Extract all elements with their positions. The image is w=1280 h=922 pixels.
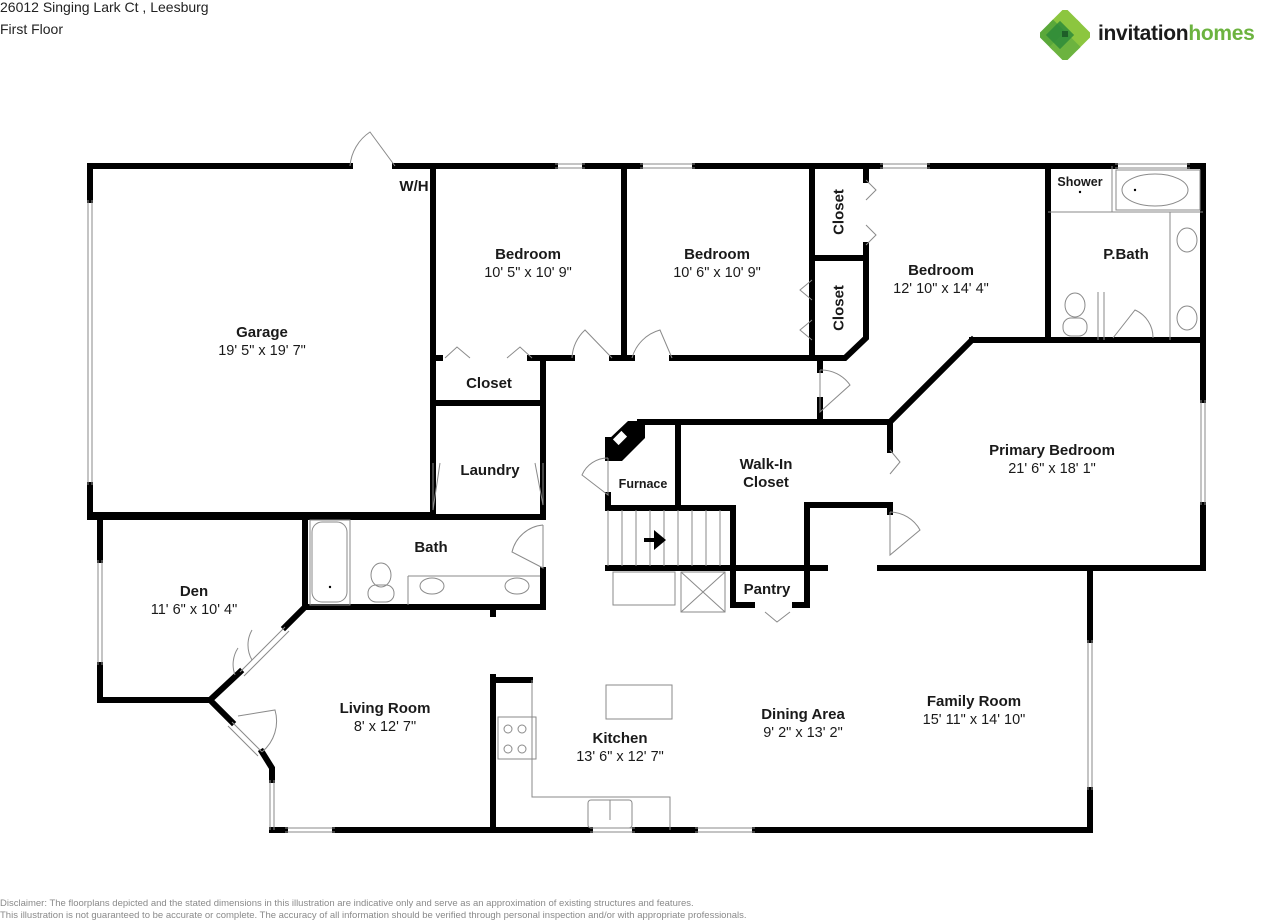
room-name: Living Room — [339, 700, 431, 717]
room-name: Dining Area — [761, 706, 845, 723]
room-name-line1: Walk-In — [739, 456, 793, 473]
room-name: Bedroom — [495, 246, 561, 263]
room-primary-bath: P.Bath — [1103, 246, 1149, 264]
room-dimensions: 8' x 12' 7" — [353, 719, 417, 735]
green-diamond-house-logo-icon — [1040, 10, 1090, 60]
room-dimensions: 9' 2" x 13' 2" — [763, 725, 843, 741]
brand-wordmark: invitationhomes — [1098, 22, 1255, 46]
room-dimensions: 21' 6" x 18' 1" — [1008, 461, 1096, 477]
room-name: Primary Bedroom — [989, 442, 1115, 459]
room-family-room: Family Room 15' 11" x 14' 10" — [923, 693, 1026, 729]
room-kitchen: Kitchen 13' 6" x 12' 7" — [576, 730, 664, 766]
room-dimensions: 10' 5" x 10' 9" — [484, 265, 572, 281]
room-name: W/H — [399, 178, 429, 195]
room-name: Pantry — [743, 581, 791, 598]
room-shower: Shower — [1057, 173, 1102, 191]
room-bedroom-2: Bedroom 10' 6" x 10' 9" — [673, 246, 761, 282]
room-bedroom-1: Bedroom 10' 5" x 10' 9" — [484, 246, 572, 282]
room-closet-hall: Closet — [466, 375, 512, 393]
room-name: Kitchen — [592, 730, 648, 747]
room-name: Garage — [236, 324, 288, 341]
room-name: Closet — [466, 375, 512, 392]
room-name: Laundry — [460, 462, 520, 479]
disclaimer-line-2: This illustration is not guaranteed to b… — [0, 910, 747, 921]
brand-name-part2: homes — [1188, 22, 1255, 45]
room-dimensions: 15' 11" x 14' 10" — [922, 712, 1026, 728]
disclaimer-line-1: Disclaimer: The floorplans depicted and … — [0, 898, 694, 909]
room-dimensions: 13' 6" x 12' 7" — [576, 749, 664, 765]
stair-direction-arrow-icon — [644, 530, 666, 550]
property-address: 26012 Singing Lark Ct , Leesburg — [0, 0, 209, 15]
room-bath: Bath — [414, 539, 447, 557]
room-furnace: Furnace — [619, 475, 668, 493]
room-name: P.Bath — [1103, 246, 1149, 263]
room-dimensions: 19' 5" x 19' 7" — [218, 343, 306, 359]
room-den: Den 11' 6" x 10' 4" — [151, 583, 238, 619]
room-dimensions: 12' 10" x 14' 4" — [893, 281, 989, 297]
room-name-line2: Closet — [743, 474, 789, 491]
room-garage: Garage 19' 5" x 19' 7" — [218, 324, 306, 360]
room-dimensions: 10' 6" x 10' 9" — [673, 265, 761, 281]
room-primary-bedroom: Primary Bedroom 21' 6" x 18' 1" — [989, 442, 1115, 478]
room-name: Furnace — [618, 477, 668, 491]
room-name: Family Room — [926, 693, 1022, 710]
room-living-room: Living Room 8' x 12' 7" — [340, 700, 431, 736]
room-name: Bath — [414, 539, 448, 556]
room-laundry: Laundry — [460, 462, 519, 480]
room-closet-upper: Closet — [830, 189, 848, 235]
room-name: Bedroom — [684, 246, 750, 263]
water-heater-label: W/H — [399, 178, 428, 196]
room-name: Shower — [1057, 175, 1103, 189]
room-dimensions: 11' 6" x 10' 4" — [150, 602, 238, 618]
room-closet-lower: Closet — [830, 285, 848, 331]
brand-name-part1: invitation — [1098, 22, 1189, 45]
floor-label: First Floor — [0, 21, 63, 37]
disclaimer: Disclaimer: The floorplans depicted and … — [0, 898, 747, 922]
room-name: Bedroom — [908, 262, 974, 279]
room-name: Den — [179, 583, 209, 600]
room-walk-in-closet: Walk-In Closet — [740, 456, 793, 492]
room-bedroom-3: Bedroom 12' 10" x 14' 4" — [893, 262, 989, 298]
brand-logo: invitationhomes — [1040, 10, 1276, 60]
room-pantry: Pantry — [744, 581, 791, 599]
room-dining-area: Dining Area 9' 2" x 13' 2" — [761, 706, 845, 742]
